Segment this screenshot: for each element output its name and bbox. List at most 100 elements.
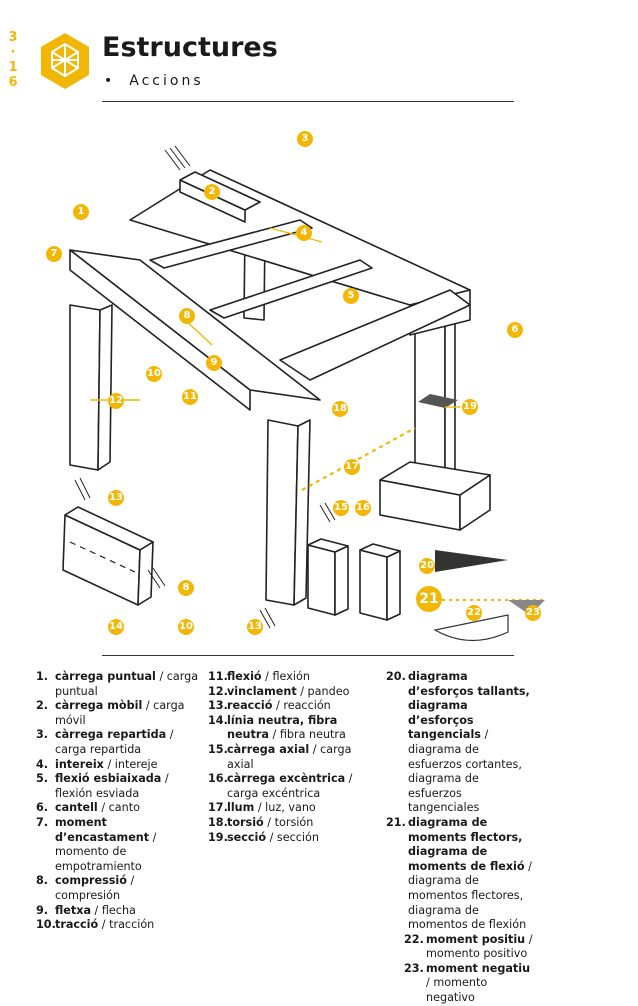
legend-item-term: moment d’encastament [55,815,150,844]
legend-item: 1.càrrega puntual / carga puntual [36,670,201,699]
legend-item-term: vinclament [227,684,297,698]
page-number-digit: 6 [8,75,18,90]
legend-item-number: 19. [208,830,228,844]
legend-item-number: 2. [36,699,49,713]
legend-item-number: 6. [36,801,49,815]
legend-item-translation: / momento de empotramiento [55,830,157,873]
legend-item-term: diagrama de moments flectors, diagrama d… [408,815,525,873]
legend-item-number: 11. [208,670,228,683]
legend-item-number: 12. [208,684,228,698]
legend-rule [102,655,514,656]
legend-item: 9.fletxa / flecha [36,904,201,919]
legend-item: 19.secció / sección [208,831,378,846]
legend-item-translation: / torsión [263,815,314,829]
callout-badge: 13 [247,619,263,635]
page-number: 3 · 1 6 [6,30,20,90]
legend-item-term: cantell [55,801,98,815]
legend-item: 20.diagrama d’esforços tallants, diagram… [386,670,536,816]
legend-item: 7. moment d’encastament / momento de empo… [36,816,201,874]
legend-item-number: 3. [36,728,49,742]
legend-item-text: moment positiu / momento positivo [426,933,536,962]
legend-item-term: compressió [55,874,127,888]
callout-badge: 21 [416,586,442,612]
legend-item-term: intereix [55,757,104,771]
legend-item-translation: / pandeo [296,684,350,698]
callout-badge: 1 [73,204,89,220]
legend-item-text: moment d’encastament / momento de empotr… [55,816,201,874]
legend-item-term: càrrega repartida [55,728,167,742]
legend-item-text: càrrega mòbil / carga móvil [55,699,201,728]
page-subtitle: •Accions [104,73,204,89]
legend-item-text: càrrega repartida / carga repartida [55,728,201,757]
callout-badge: 12 [108,393,124,409]
legend-item-text: flexió esbiaixada / flexión esviada [55,772,201,801]
legend-item-translation: / momento negativo [426,976,488,1005]
callout-badge: 8 [178,580,194,596]
callout-badge: 3 [297,131,313,147]
callout-badge: 16 [355,500,371,516]
legend-item-translation: / flecha [91,903,136,917]
legend-item-text: torsió / torsión [227,816,313,831]
legend-item-translation: / compresión [55,874,135,902]
legend-item-translation: / carga puntual [55,670,199,698]
legend-item-number: 7. [36,815,49,829]
callout-badge: 10 [146,366,162,382]
legend-item-text: compressió / compresión [55,874,201,903]
legend-item-term: càrrega excèntrica [227,772,346,786]
legend-item-term: tracció [55,918,99,932]
legend-item-term: càrrega axial [227,742,310,756]
legend-item-number: 13. [208,699,228,713]
legend-item-number: 10. [36,918,56,932]
legend-item-translation: / carga excéntrica [227,772,353,800]
legend-item-term: llum [227,801,255,815]
legend-item-number: 20. [386,670,406,683]
legend-item-text: intereix / intereje [55,758,157,773]
legend-item-term: diagrama d’esforços tallants, diagrama d… [408,670,530,742]
legend-item-translation: / carga axial [227,742,352,771]
legend-item-number: 8. [36,874,49,888]
legend-item-number: 14. [208,713,228,727]
subtitle-bullet: • [104,73,116,89]
callout-badge: 2 [204,184,220,200]
legend-item-number: 5. [36,772,49,786]
legend-item-text: diagrama de moments flectors, diagrama d… [408,816,536,933]
legend-item-number: 23. [404,961,424,975]
legend-item-translation: / carga móvil [55,699,185,727]
legend-item: 12.vinclament / pandeo [208,685,378,700]
legend-item: 22.moment positiu / momento positivo [386,933,536,962]
page-number-digit: 1 [8,60,18,75]
legend-item-number: 9. [36,903,49,917]
legend-item: 3. càrrega repartida / carga repartida [36,728,201,757]
legend-item-text: secció / sección [227,831,319,846]
callout-badge: 10 [178,619,194,635]
legend-item: 4.intereix / intereje [36,758,201,773]
legend-item: 23.moment negatiu / momento negativo [386,962,536,1006]
legend-item-term: flexió [227,670,262,683]
legend-item-term: reacció [227,699,273,713]
legend-item: 14.línia neutra, fibra neutra / fibra ne… [208,714,378,743]
legend-column-3: 20.diagrama d’esforços tallants, diagram… [386,670,536,1006]
legend-item: 2. càrrega mòbil / carga móvil [36,699,201,728]
callout-badge: 8 [179,308,195,324]
callout-badge: 23 [525,605,541,621]
legend-item-text: reacció / reacción [227,699,331,714]
legend-item: 15.càrrega axial / carga axial [208,743,378,772]
legend-item-translation: / intereje [103,757,158,771]
legend-item-translation: / sección [266,830,319,844]
legend-item-text: cantell / canto [55,801,140,816]
header-rule [102,101,514,102]
legend-item-number: 22. [404,932,424,946]
legend-item-term: torsió [227,815,264,829]
callout-badge: 5 [343,288,359,304]
callout-badge: 6 [507,322,523,338]
legend-item-text: tracció / tracción [55,918,154,933]
legend-item-translation: / reacción [272,699,331,713]
legend-item-term: moment negatiu [426,961,531,975]
legend-item: 8. compressió / compresión [36,874,201,903]
legend-item: 18.torsió / torsión [208,816,378,831]
legend-item-text: flexió / flexión [227,670,310,685]
legend-item-text: càrrega axial / carga axial [227,743,378,772]
legend-item-term: càrrega mòbil [55,699,143,713]
callout-badge: 18 [332,401,348,417]
